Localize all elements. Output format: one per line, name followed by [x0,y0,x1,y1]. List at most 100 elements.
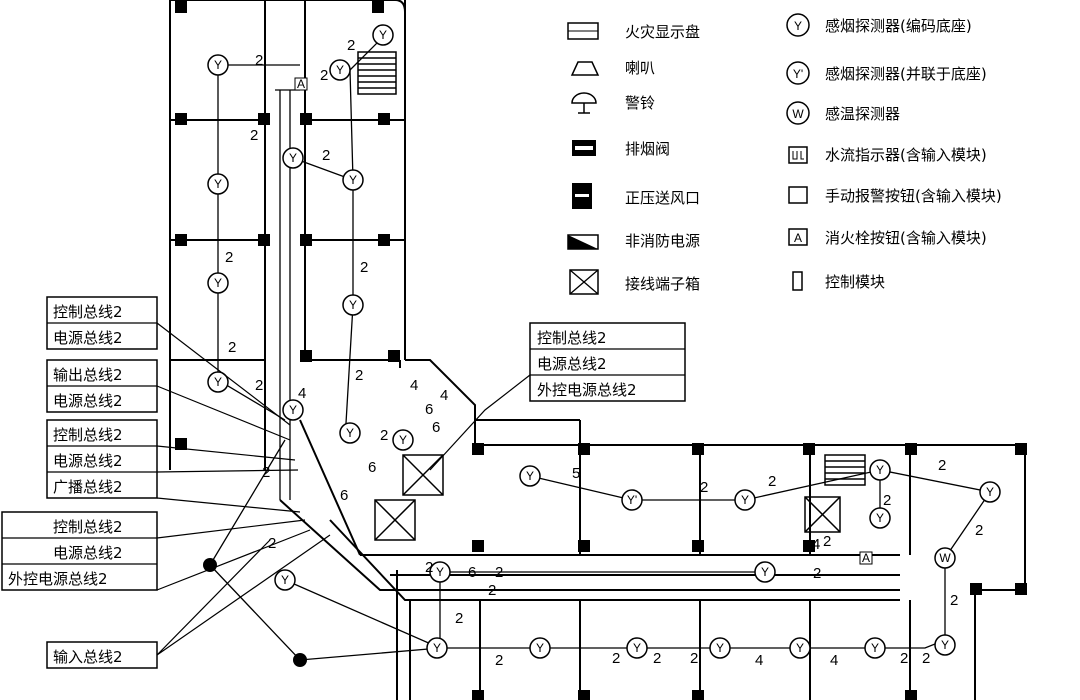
svg-text:Y: Y [214,58,222,72]
svg-text:2: 2 [813,565,821,582]
svg-text:2: 2 [612,650,620,667]
callout-left-group-4: 控制总线2 电源总线2 外控电源总线2 [1,511,158,591]
svg-text:2: 2 [262,464,270,481]
callout-boxes: 控制总线2 电源总线2 输出总线2 电源总线2 控制总线2 电源总线2 广播总线… [1,296,686,669]
svg-text:控制总线2: 控制总线2 [53,426,123,444]
svg-text:4: 4 [830,652,838,669]
svg-text:2: 2 [255,52,263,69]
svg-text:4: 4 [298,385,306,402]
smoke-detector-icon: Y [392,429,414,451]
svg-text:控制总线2: 控制总线2 [53,303,123,321]
legend-fire-display-panel: 火灾显示盘 [567,22,700,41]
svg-text:5: 5 [572,465,580,482]
smoke-detector-icon: Y [754,561,776,583]
svg-text:2: 2 [495,564,503,581]
svg-text:Y: Y [289,151,297,165]
smoke-detector-icon: Y [864,637,886,659]
smoke-detector-icon: Y [207,371,229,393]
legend-non-fire-power: 非消防电源 [567,232,700,250]
svg-text:广播总线2: 广播总线2 [53,478,123,496]
svg-text:输入总线2: 输入总线2 [53,648,123,666]
legend-water-flow-indicator: 水流指示器(含输入模块) [788,146,987,164]
smoke-detector-icon: Y [519,465,541,487]
svg-text:A: A [297,77,305,91]
svg-text:感温探测器: 感温探测器 [825,105,900,123]
svg-text:Y: Y [633,641,641,655]
svg-text:Y: Y [379,28,387,42]
svg-text:电源总线2: 电源总线2 [537,355,607,373]
svg-text:电源总线2: 电源总线2 [53,392,123,410]
svg-text:2: 2 [425,559,433,576]
junction-points [203,558,307,667]
structural-columns [175,1,1027,700]
legend-alarm-bell: 警铃 [571,92,655,114]
svg-text:Y: Y [281,573,289,587]
bus-wiring [209,34,992,661]
svg-text:控制总线2: 控制总线2 [537,329,607,347]
svg-text:警铃: 警铃 [625,94,655,112]
smoke-detector-icon: Y [342,169,364,191]
svg-text:外控电源总线2: 外控电源总线2 [537,381,637,399]
svg-text:Y: Y [796,641,804,655]
svg-text:6: 6 [340,487,348,504]
smoke-detector-icon: Y [339,422,361,444]
svg-text:2: 2 [653,650,661,667]
svg-text:Y: Y [761,565,769,579]
svg-text:2: 2 [900,650,908,667]
callout-left-group-5: 输入总线2 [46,641,158,669]
svg-text:4: 4 [440,387,448,404]
smoke-detector-icon: Y [426,637,448,659]
smoke-detectors: Y Y Y Y Y Y Y Y Y Y Y Y Y Y' Y Y Y Y W Y… [207,24,1001,659]
svg-text:Y: Y [336,63,344,77]
svg-text:2: 2 [938,457,946,474]
callout-left-group-3: 控制总线2 电源总线2 广播总线2 [46,419,158,499]
svg-text:Y: Y [399,433,407,447]
svg-text:消火栓按钮(含输入模块): 消火栓按钮(含输入模块) [825,229,987,247]
svg-text:控制总线2: 控制总线2 [53,518,123,536]
svg-text:2: 2 [228,339,236,356]
svg-text:排烟阀: 排烟阀 [625,140,670,158]
legend-horn: 喇叭 [570,59,655,77]
smoke-detector-icon: Y [789,637,811,659]
wire-count-labels: 2 2 2 2 2 2 2 2 2 2 2 4 4 4 6 6 6 6 2 5 … [225,37,983,669]
svg-text:手动报警按钮(含输入模块): 手动报警按钮(含输入模块) [825,187,1002,205]
smoke-detector-icon: Y [207,272,229,294]
legend-junction-box: 接线端子箱 [569,269,700,295]
svg-text:正压送风口: 正压送风口 [625,189,700,207]
staircase [357,51,866,486]
svg-text:感烟探测器(并联于底座): 感烟探测器(并联于底座) [825,65,987,83]
svg-text:6: 6 [468,564,476,581]
svg-text:喇叭: 喇叭 [625,59,655,77]
svg-text:W: W [939,551,951,565]
legend: 火灾显示盘 喇叭 警铃 排烟阀 正压送风口 非消防电源 接线端子箱 Y 感烟探测器… [567,13,1002,295]
svg-text:Y: Y [986,485,994,499]
svg-text:2: 2 [488,582,496,599]
svg-text:Y: Y [716,641,724,655]
svg-text:Y: Y [536,641,544,655]
smoke-detector-icon: Y [869,507,891,529]
svg-text:Y: Y [436,565,444,579]
svg-text:Y: Y [214,177,222,191]
svg-text:Y: Y [941,638,949,652]
svg-text:Y: Y [214,375,222,389]
svg-text:Y: Y [871,641,879,655]
svg-text:2: 2 [320,67,328,84]
heat-detector-icon: W [934,547,956,569]
svg-text:火灾显示盘: 火灾显示盘 [625,23,700,41]
smoke-detector-icon: Y [329,59,351,81]
svg-text:2: 2 [360,259,368,276]
legend-pressurized-air-vent: 正压送风口 [572,183,700,209]
svg-text:Y: Y [794,19,802,33]
svg-text:Y': Y' [627,493,637,507]
callout-leaders [156,322,531,656]
svg-text:2: 2 [225,249,233,266]
svg-text:Y: Y [876,463,884,477]
svg-text:2: 2 [268,535,276,552]
smoke-detector-icon: Y [342,294,364,316]
svg-text:感烟探测器(编码底座): 感烟探测器(编码底座) [825,17,972,35]
svg-text:4: 4 [410,377,418,394]
svg-text:2: 2 [690,650,698,667]
svg-text:2: 2 [322,147,330,164]
